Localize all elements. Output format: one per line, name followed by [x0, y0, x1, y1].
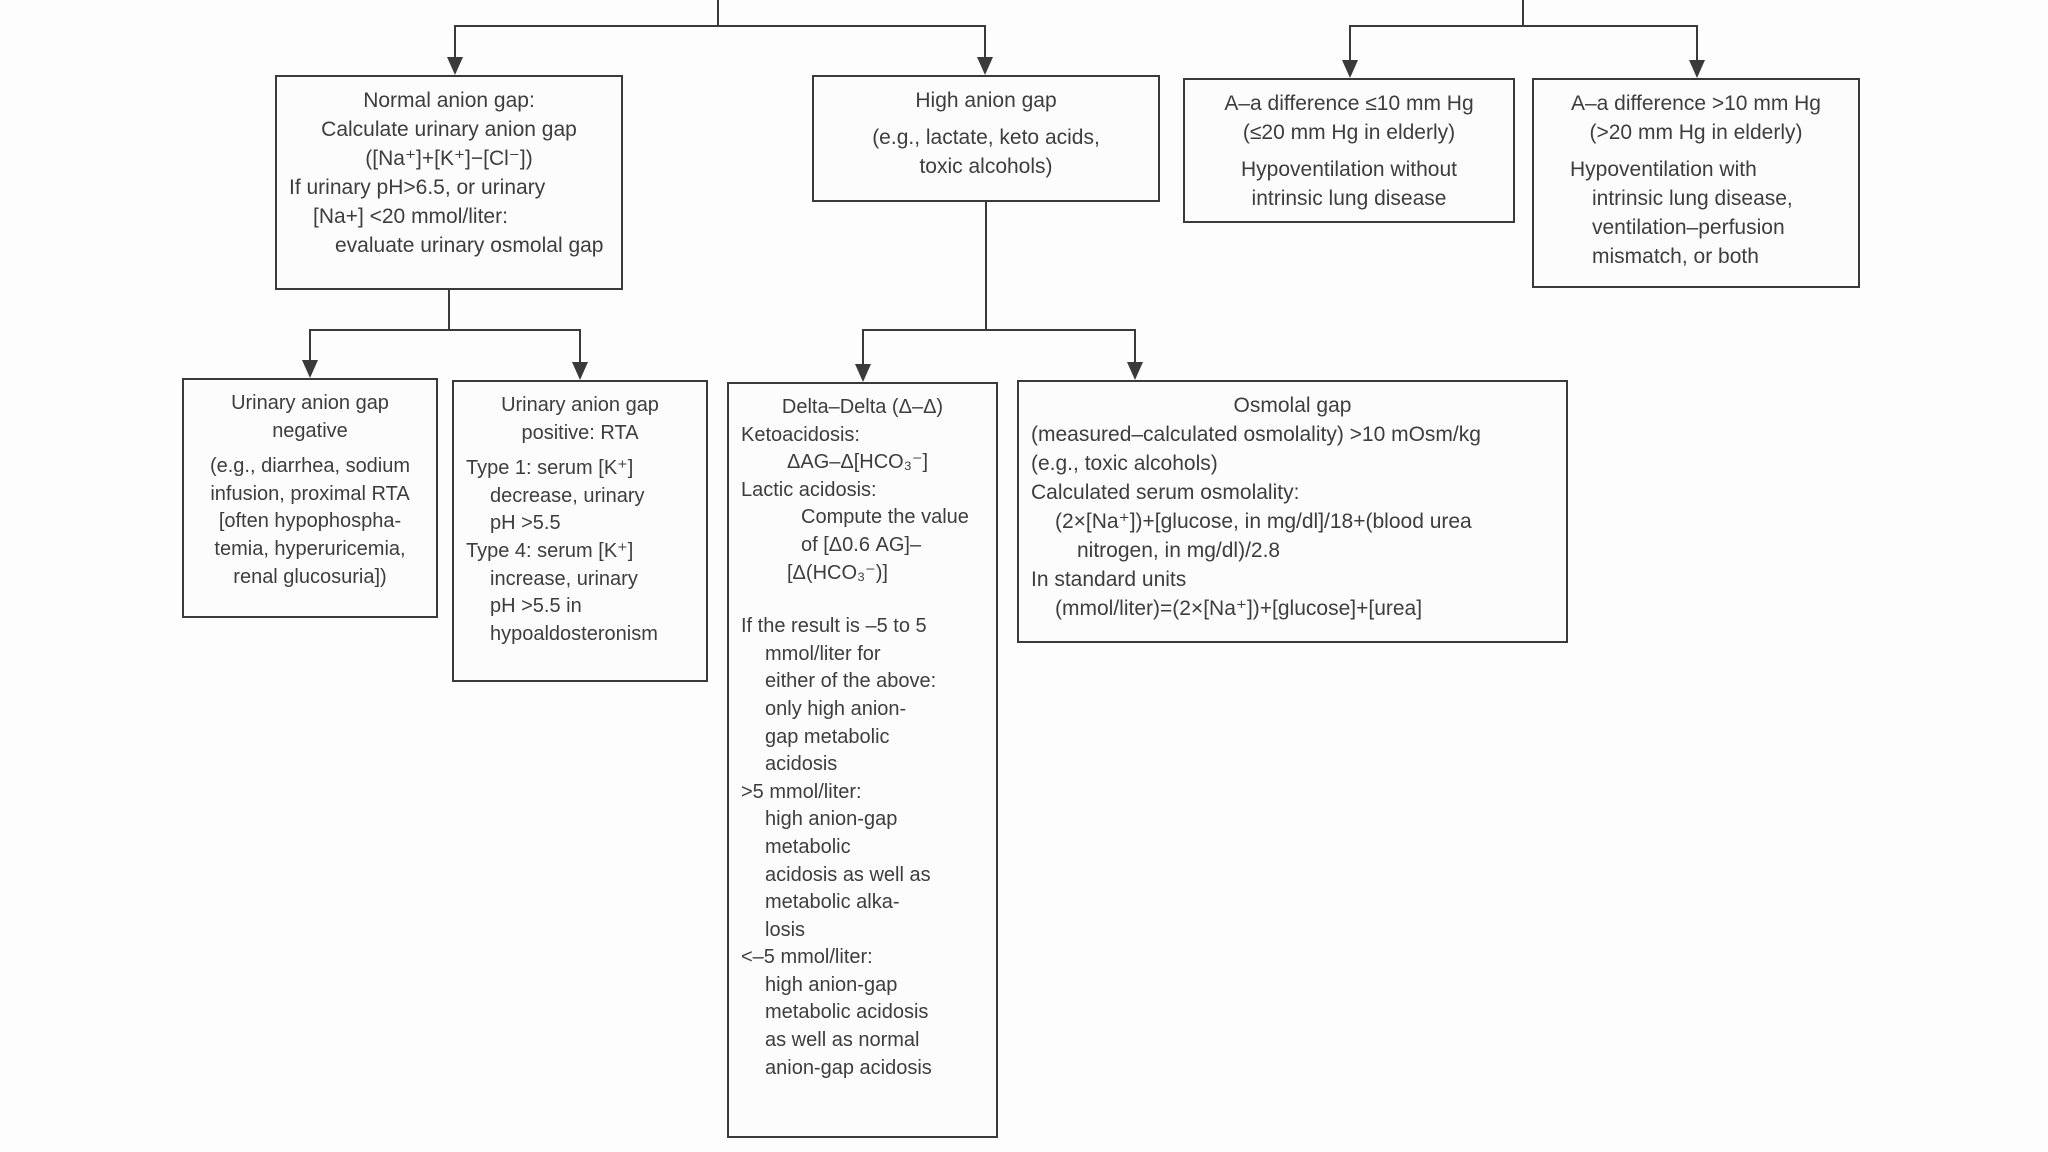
text-line: Urinary anion gap [501, 394, 659, 416]
text-line: evaluate urinary osmolal gap [335, 233, 604, 257]
text-line: Calculated serum osmolality: [1031, 480, 1300, 504]
connector-drop [1696, 25, 1698, 61]
connector-drop [1349, 25, 1351, 61]
text-line: intrinsic lung disease [1251, 186, 1447, 210]
text-line: <–5 mmol/liter: [741, 946, 873, 969]
arrow-down-icon [855, 364, 871, 382]
text-line: Osmolal gap [1233, 394, 1352, 417]
text-line: pH >5.5 in [490, 595, 582, 618]
text-line: [Δ(HCO₃⁻)] [787, 561, 888, 584]
text-line: (e.g., diarrhea, sodium [209, 455, 411, 478]
arrow-down-icon [447, 57, 463, 75]
text-line: high anion-gap [765, 973, 898, 996]
text-line: gap metabolic [765, 725, 890, 748]
text-line: acidosis as well as [765, 863, 931, 886]
text-line: metabolic alka- [765, 891, 900, 914]
connector-drop [579, 329, 581, 364]
text-line: Normal anion gap: [363, 89, 535, 112]
text-line: [Na+] <20 mmol/liter: [313, 204, 508, 228]
arrow-down-icon [1127, 362, 1143, 380]
text-line: (mmol/liter)=(2×[Na⁺])+[glucose]+[urea] [1055, 596, 1423, 620]
text-line: Urinary anion gap [231, 392, 389, 414]
text-line: as well as normal [765, 1029, 920, 1052]
text-line: positive: RTA [521, 421, 639, 444]
text-line: Ketoacidosis: [741, 423, 860, 446]
text-line: mmol/liter for [765, 642, 881, 665]
text-line: decrease, urinary [490, 484, 645, 507]
text-line: hypoaldosteronism [490, 622, 658, 645]
arrow-down-icon [1342, 60, 1358, 78]
node-high-anion-gap: High anion gap (e.g., lactate, keto acid… [812, 75, 1160, 202]
text-line: infusion, proximal RTA [210, 482, 410, 505]
connector-stem [985, 200, 987, 331]
text-line: >5 mmol/liter: [741, 780, 862, 803]
text-line: In standard units [1031, 567, 1187, 591]
text-line: Lactic acidosis: [741, 478, 877, 501]
text-line: If urinary pH>6.5, or urinary [289, 175, 546, 199]
node-normal-anion-gap: Normal anion gap: Calculate urinary anio… [275, 75, 623, 290]
connector-stem [717, 0, 719, 26]
text-line: pH >5.5 [490, 512, 561, 535]
connector-branch [454, 25, 986, 27]
text-line: ([Na⁺]+[K⁺]−[Cl⁻]) [365, 146, 533, 170]
node-aa-difference-normal: A–a difference ≤10 mm Hg (≤20 mm Hg in e… [1183, 78, 1515, 223]
connector-branch [309, 329, 581, 331]
node-osmolal-gap: Osmolal gap (measured–calculated osmolal… [1017, 380, 1568, 643]
arrow-down-icon [1689, 60, 1705, 78]
text-line: Delta–Delta (Δ–Δ) [781, 396, 944, 418]
connector-drop [984, 25, 986, 59]
text-line: Type 4: serum [K⁺] [466, 539, 634, 562]
connector-stem [448, 288, 450, 331]
text-line: intrinsic lung disease, [1592, 186, 1793, 210]
text-line: only high anion- [765, 697, 907, 720]
text-line: acidosis [765, 753, 838, 776]
text-line: renal glucosuria]) [233, 565, 387, 588]
text-line: temia, hyperuricemia, [214, 537, 406, 560]
text-line: (e.g., toxic alcohols) [1031, 451, 1218, 475]
text-line: A–a difference ≤10 mm Hg [1224, 92, 1474, 115]
text-line: (>20 mm Hg in elderly) [1589, 120, 1803, 144]
text-line: (e.g., lactate, keto acids, [872, 125, 1100, 149]
connector-drop [454, 25, 456, 59]
node-aa-difference-high: A–a difference >10 mm Hg (>20 mm Hg in e… [1532, 78, 1860, 288]
text-line: either of the above: [765, 670, 937, 693]
connector-branch [1349, 25, 1698, 27]
text-line: Compute the value [801, 506, 969, 529]
text-line: metabolic [765, 835, 851, 858]
connector-branch [862, 329, 1136, 331]
node-delta-delta: Delta–Delta (Δ–Δ) Ketoacidosis: ΔAG–Δ[HC… [727, 382, 998, 1138]
text-line: of [Δ0.6 AG]– [801, 533, 922, 556]
text-line: Hypoventilation without [1241, 157, 1457, 181]
text-line: anion-gap acidosis [765, 1056, 932, 1079]
text-line: mismatch, or both [1592, 244, 1759, 268]
text-line: (2×[Na⁺])+[glucose, in mg/dl]/18+(blood … [1055, 509, 1472, 533]
arrow-down-icon [977, 57, 993, 75]
text-line: If the result is –5 to 5 [741, 615, 927, 638]
text-line: High anion gap [915, 89, 1057, 112]
text-line: (measured–calculated osmolality) >10 mOs… [1031, 422, 1481, 446]
text-line: high anion-gap [765, 808, 898, 831]
text-line: increase, urinary [490, 567, 638, 590]
text-line: metabolic acidosis [765, 1001, 929, 1024]
text-line: Type 1: serum [K⁺] [466, 457, 634, 480]
text-line: ΔAG–Δ[HCO₃⁻] [787, 451, 928, 474]
text-line: (≤20 mm Hg in elderly) [1242, 120, 1456, 144]
connector-drop [862, 329, 864, 366]
text-line: losis [765, 918, 806, 941]
text-line: Calculate urinary anion gap [321, 117, 577, 141]
connector-stem [1522, 0, 1524, 26]
arrow-down-icon [572, 362, 588, 380]
node-uag-positive-rta: Urinary anion gap positive: RTA Type 1: … [452, 380, 708, 682]
text-line: ventilation–perfusion [1592, 215, 1785, 239]
connector-drop [1134, 329, 1136, 364]
text-line: nitrogen, in mg/dl)/2.8 [1077, 538, 1281, 562]
text-line: [often hypophospha- [218, 510, 402, 533]
text-line: A–a difference >10 mm Hg [1570, 92, 1821, 115]
text-line: Hypoventilation with [1570, 157, 1757, 181]
connector-drop [309, 329, 311, 362]
text-line: negative [272, 419, 348, 442]
text-line: toxic alcohols) [919, 154, 1053, 178]
node-uag-negative: Urinary anion gap negative (e.g., diarrh… [182, 378, 438, 618]
arrow-down-icon [302, 360, 318, 378]
